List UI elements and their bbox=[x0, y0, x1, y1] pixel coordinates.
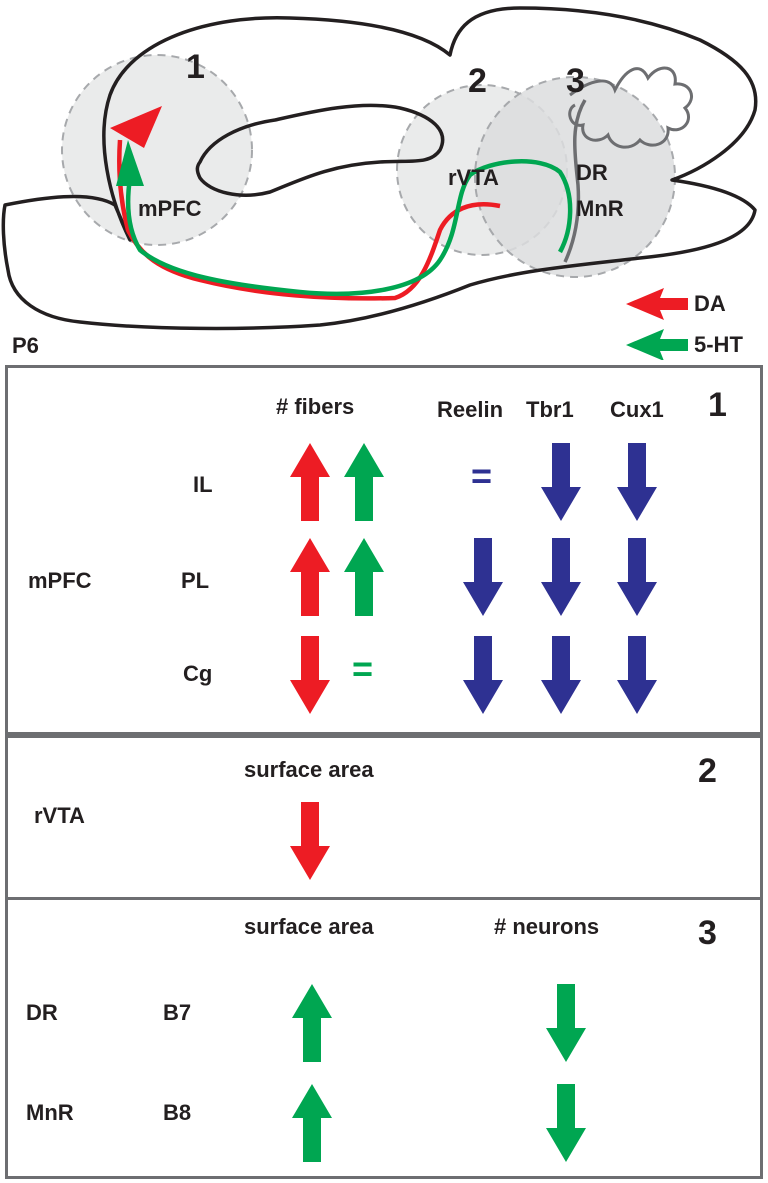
legend-ht-arrow bbox=[626, 329, 688, 360]
da-fiber-cg-arrow-shape bbox=[290, 636, 330, 714]
tbr1-pl-arrow-shape bbox=[541, 538, 581, 616]
reelin-pl-arrow bbox=[463, 538, 503, 616]
group-label-b8: B8 bbox=[163, 1100, 192, 1125]
rvta-surface-area-arrow-shape bbox=[290, 802, 330, 880]
neurons-b8-arrow-shape bbox=[546, 1084, 586, 1162]
cux1-cg-arrow-shape bbox=[617, 636, 657, 714]
region-label-mpfc: mPFC bbox=[28, 568, 92, 593]
label-age: P6 bbox=[12, 333, 39, 358]
rvta-surface-area-arrow bbox=[290, 802, 330, 880]
region-number-1: 1 bbox=[186, 48, 205, 86]
ht-fiber-pl-arrow-shape bbox=[344, 538, 384, 616]
surface-area-b7-arrow-shape bbox=[292, 984, 332, 1062]
header-fibers: # fibers bbox=[276, 394, 355, 419]
surface-area-b8-arrow-shape bbox=[292, 1084, 332, 1162]
da-fiber-cg-arrow bbox=[290, 636, 330, 714]
group-label-b7: B7 bbox=[163, 1000, 192, 1025]
region-number-2: 2 bbox=[468, 62, 487, 100]
label-mnr: MnR bbox=[576, 196, 624, 221]
label-rvta: rVTA bbox=[448, 165, 499, 190]
region-label-dr: DR bbox=[26, 1000, 58, 1025]
brainstem-outline bbox=[563, 99, 587, 263]
tbr1-cg-arrow-shape bbox=[541, 636, 581, 714]
header-surface-area-3: surface area bbox=[244, 914, 374, 939]
reelin-cg-arrow bbox=[463, 636, 503, 714]
tbr1-il-arrow-shape bbox=[541, 443, 581, 521]
header-neurons: # neurons bbox=[494, 914, 600, 939]
ht-pathway bbox=[125, 159, 573, 297]
row-label-il: IL bbox=[193, 472, 213, 497]
legend-da-arrow bbox=[626, 288, 688, 320]
cerebellum bbox=[568, 66, 693, 149]
legend-da-label: DA bbox=[694, 291, 726, 316]
cux1-cg-arrow bbox=[617, 636, 657, 714]
corpus-callosum bbox=[195, 103, 445, 197]
tbr1-il-arrow bbox=[541, 443, 581, 521]
region-label-mnr: MnR bbox=[26, 1100, 74, 1125]
neurons-b7-arrow-shape bbox=[546, 984, 586, 1062]
panel-3 bbox=[5, 897, 763, 1179]
region-number-3: 3 bbox=[566, 62, 585, 100]
da-fiber-pl-arrow-shape bbox=[290, 538, 330, 616]
ht-fiber-cg-arrow: = bbox=[352, 648, 374, 689]
da-pathway-arrowhead bbox=[110, 106, 162, 148]
neurons-b8-arrow bbox=[546, 1084, 586, 1162]
reelin-il-arrow: = bbox=[471, 455, 493, 496]
cux1-il-arrow bbox=[617, 443, 657, 521]
panel-3-number: 3 bbox=[698, 914, 717, 952]
ht-pathway-arrowhead bbox=[116, 140, 144, 186]
header-cux1: Cux1 bbox=[610, 397, 664, 422]
header-surface-area-2: surface area bbox=[244, 757, 374, 782]
brain-outline bbox=[1, 6, 758, 331]
row-label-cg: Cg bbox=[183, 661, 213, 686]
panel-2-number: 2 bbox=[698, 752, 717, 790]
row-label-pl: PL bbox=[181, 568, 210, 593]
da-fiber-il-arrow-shape bbox=[290, 443, 330, 521]
label-mpfc: mPFC bbox=[138, 196, 202, 221]
da-fiber-il-arrow bbox=[290, 443, 330, 521]
ht-fiber-il-arrow bbox=[344, 443, 384, 521]
brain-schematic bbox=[1, 6, 758, 360]
cux1-il-arrow-shape bbox=[617, 443, 657, 521]
cux1-pl-arrow bbox=[617, 538, 657, 616]
da-fiber-pl-arrow bbox=[290, 538, 330, 616]
legend-ht-label: 5-HT bbox=[694, 332, 743, 357]
reelin-pl-arrow-shape bbox=[463, 538, 503, 616]
ht-fiber-il-arrow-shape bbox=[344, 443, 384, 521]
header-tbr1: Tbr1 bbox=[526, 397, 574, 422]
ht-fiber-pl-arrow bbox=[344, 538, 384, 616]
surface-area-b8-arrow bbox=[292, 1084, 332, 1162]
neurons-b7-arrow bbox=[546, 984, 586, 1062]
panel-2 bbox=[5, 735, 763, 900]
da-pathway bbox=[117, 139, 501, 301]
tbr1-cg-arrow bbox=[541, 636, 581, 714]
region-label-rvta: rVTA bbox=[34, 803, 85, 828]
surface-area-b7-arrow bbox=[292, 984, 332, 1062]
reelin-cg-arrow-shape bbox=[463, 636, 503, 714]
cux1-pl-arrow-shape bbox=[617, 538, 657, 616]
header-reelin: Reelin bbox=[437, 397, 504, 422]
panel-1-number: 1 bbox=[708, 386, 727, 424]
panel-1 bbox=[5, 365, 763, 735]
label-dr: DR bbox=[576, 160, 608, 185]
region-circle-3 bbox=[474, 76, 676, 278]
tbr1-pl-arrow bbox=[541, 538, 581, 616]
